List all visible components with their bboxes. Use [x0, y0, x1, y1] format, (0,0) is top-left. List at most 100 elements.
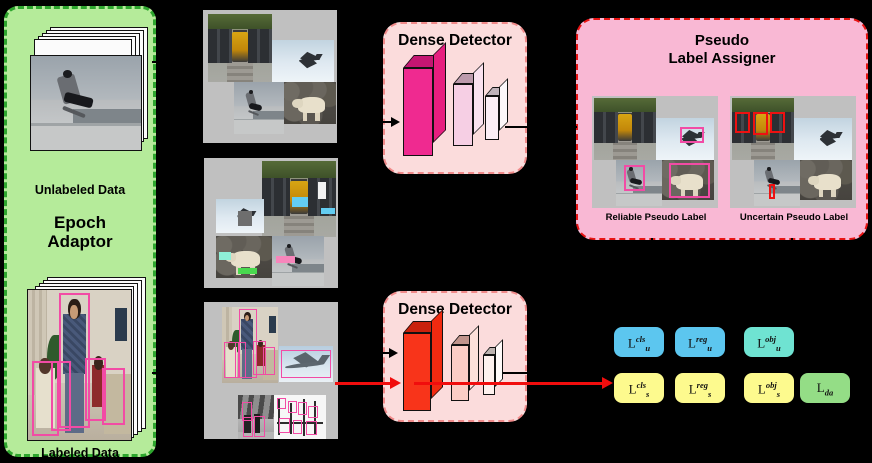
detector-block-small — [483, 339, 503, 395]
gt-box — [279, 417, 290, 433]
gt-box — [308, 405, 318, 418]
mosaic-tile — [272, 40, 334, 82]
epoch-adaptor-title: Epoch Adaptor — [47, 213, 113, 252]
arrow-to-teacher-detector — [358, 121, 392, 123]
mosaic-tile — [754, 160, 800, 206]
mosaic-tile — [216, 199, 264, 233]
weak-augmented-mosaic — [203, 10, 337, 143]
loss-chip-s-obj: Lobjs — [744, 373, 794, 403]
connector-labeled-out — [152, 372, 178, 374]
connector-reliable-down — [651, 238, 653, 260]
mosaic-tile — [732, 98, 794, 160]
cutout-patch — [238, 211, 253, 226]
pseudo-box-uncertain — [753, 111, 768, 136]
gt-box — [102, 368, 125, 425]
mosaic-tile — [656, 118, 714, 160]
arrowhead-to-student-detector — [389, 348, 398, 358]
cutout-patch — [238, 267, 258, 274]
gt-box — [280, 350, 332, 379]
red-arrowhead-loss-in — [602, 377, 613, 389]
unlabeled-sample-image — [30, 55, 142, 151]
mosaic-tile — [284, 82, 336, 124]
mosaic-tile — [234, 82, 284, 134]
reliable-pseudo-mosaic — [592, 96, 718, 208]
loss-chip-s-cls: Lclss — [614, 373, 664, 403]
gt-box — [253, 416, 266, 438]
photo-skateboarder — [616, 160, 662, 206]
detector-block-large — [403, 309, 443, 411]
gt-box — [32, 360, 59, 436]
uncertain-pseudo-mosaic — [730, 96, 856, 208]
cutout-patch — [321, 208, 335, 215]
loss-label-u-obj: Lobju — [757, 333, 781, 353]
photo-skateboarder — [234, 82, 284, 134]
photo-jet — [272, 40, 334, 82]
mosaic-tile — [800, 160, 852, 200]
cutout-patch — [219, 251, 231, 260]
gt-box — [50, 360, 72, 431]
cutout-patch — [318, 182, 326, 199]
photo-skateboarder — [754, 160, 800, 206]
pseudo-box-reliable — [680, 127, 704, 144]
reliable-pseudo-label-caption: Reliable Pseudo Label — [605, 212, 707, 223]
gt-box — [306, 420, 317, 435]
photo-living-room-people — [28, 290, 131, 440]
photo-train — [262, 161, 336, 237]
pseudo-box-uncertain — [770, 111, 786, 133]
pseudo-box-reliable — [669, 163, 710, 198]
gt-box — [297, 402, 308, 416]
photo-jet — [656, 118, 714, 160]
gt-box — [287, 401, 297, 414]
strong-augmented-mosaic — [204, 158, 338, 288]
pseudo-box-uncertain — [768, 183, 776, 199]
pseudo-box-reliable — [624, 164, 645, 192]
photo-train — [594, 98, 656, 160]
loss-chip-u-reg: Lregu — [675, 327, 725, 357]
connector-student-out — [503, 372, 569, 374]
connector-uncertain-down — [791, 238, 793, 260]
red-path-labeled-to-student — [335, 382, 397, 385]
unlabeled-data-stack — [29, 27, 148, 151]
epoch-adaptor-panel: Unlabeled Data Epoch Adaptor — [4, 6, 156, 460]
loss-chip-u-obj: Lobju — [744, 327, 794, 357]
labeled-data-stack — [25, 277, 149, 443]
photo-airplane — [279, 346, 333, 382]
gt-box — [224, 341, 239, 379]
loss-chip-da: Lda — [800, 373, 850, 403]
mosaic-tile — [262, 161, 336, 237]
photo-skateboarder — [31, 56, 141, 150]
gt-box — [243, 417, 254, 438]
pseudo-box-uncertain — [735, 111, 750, 133]
mosaic-tile — [222, 307, 278, 383]
pseudo-label-assigner-title: Pseudo Label Assigner — [668, 32, 776, 67]
gt-box — [238, 308, 257, 379]
loss-label-s-reg: Lregs — [688, 379, 712, 399]
connector-unlabeled-out — [152, 61, 178, 63]
photo-train — [732, 98, 794, 160]
loss-label-u-cls: Lclsu — [627, 333, 651, 353]
gt-box — [292, 419, 303, 434]
cutout-patch — [276, 256, 295, 263]
gt-box — [253, 341, 266, 375]
uncertain-pseudo-label-caption: Uncertain Pseudo Label — [739, 212, 849, 223]
labeled-augmented-mosaic — [204, 302, 338, 439]
loss-label-u-reg: Lregu — [687, 333, 713, 353]
gt-box — [84, 357, 107, 421]
cutout-patch — [291, 197, 308, 207]
loss-label-da: Lda — [816, 380, 834, 398]
connector-teacher-out — [505, 126, 577, 128]
arrow-to-student-detector — [356, 352, 390, 354]
photo-jet — [794, 118, 852, 160]
unlabeled-data-caption: Unlabeled Data — [34, 183, 126, 197]
detector-block-medium — [453, 62, 484, 146]
student-dense-detector-panel: Dense Detector — [383, 291, 527, 422]
loss-chip-s-reg: Lregs — [675, 373, 725, 403]
mosaic-tile — [616, 160, 662, 206]
gt-box — [234, 341, 247, 379]
mosaic-tile — [216, 236, 272, 278]
student-detector-title: Dense Detector — [398, 301, 512, 318]
gt-box — [242, 402, 253, 421]
teacher-detector-title: Dense Detector — [398, 32, 512, 49]
mosaic-tile — [594, 98, 656, 160]
